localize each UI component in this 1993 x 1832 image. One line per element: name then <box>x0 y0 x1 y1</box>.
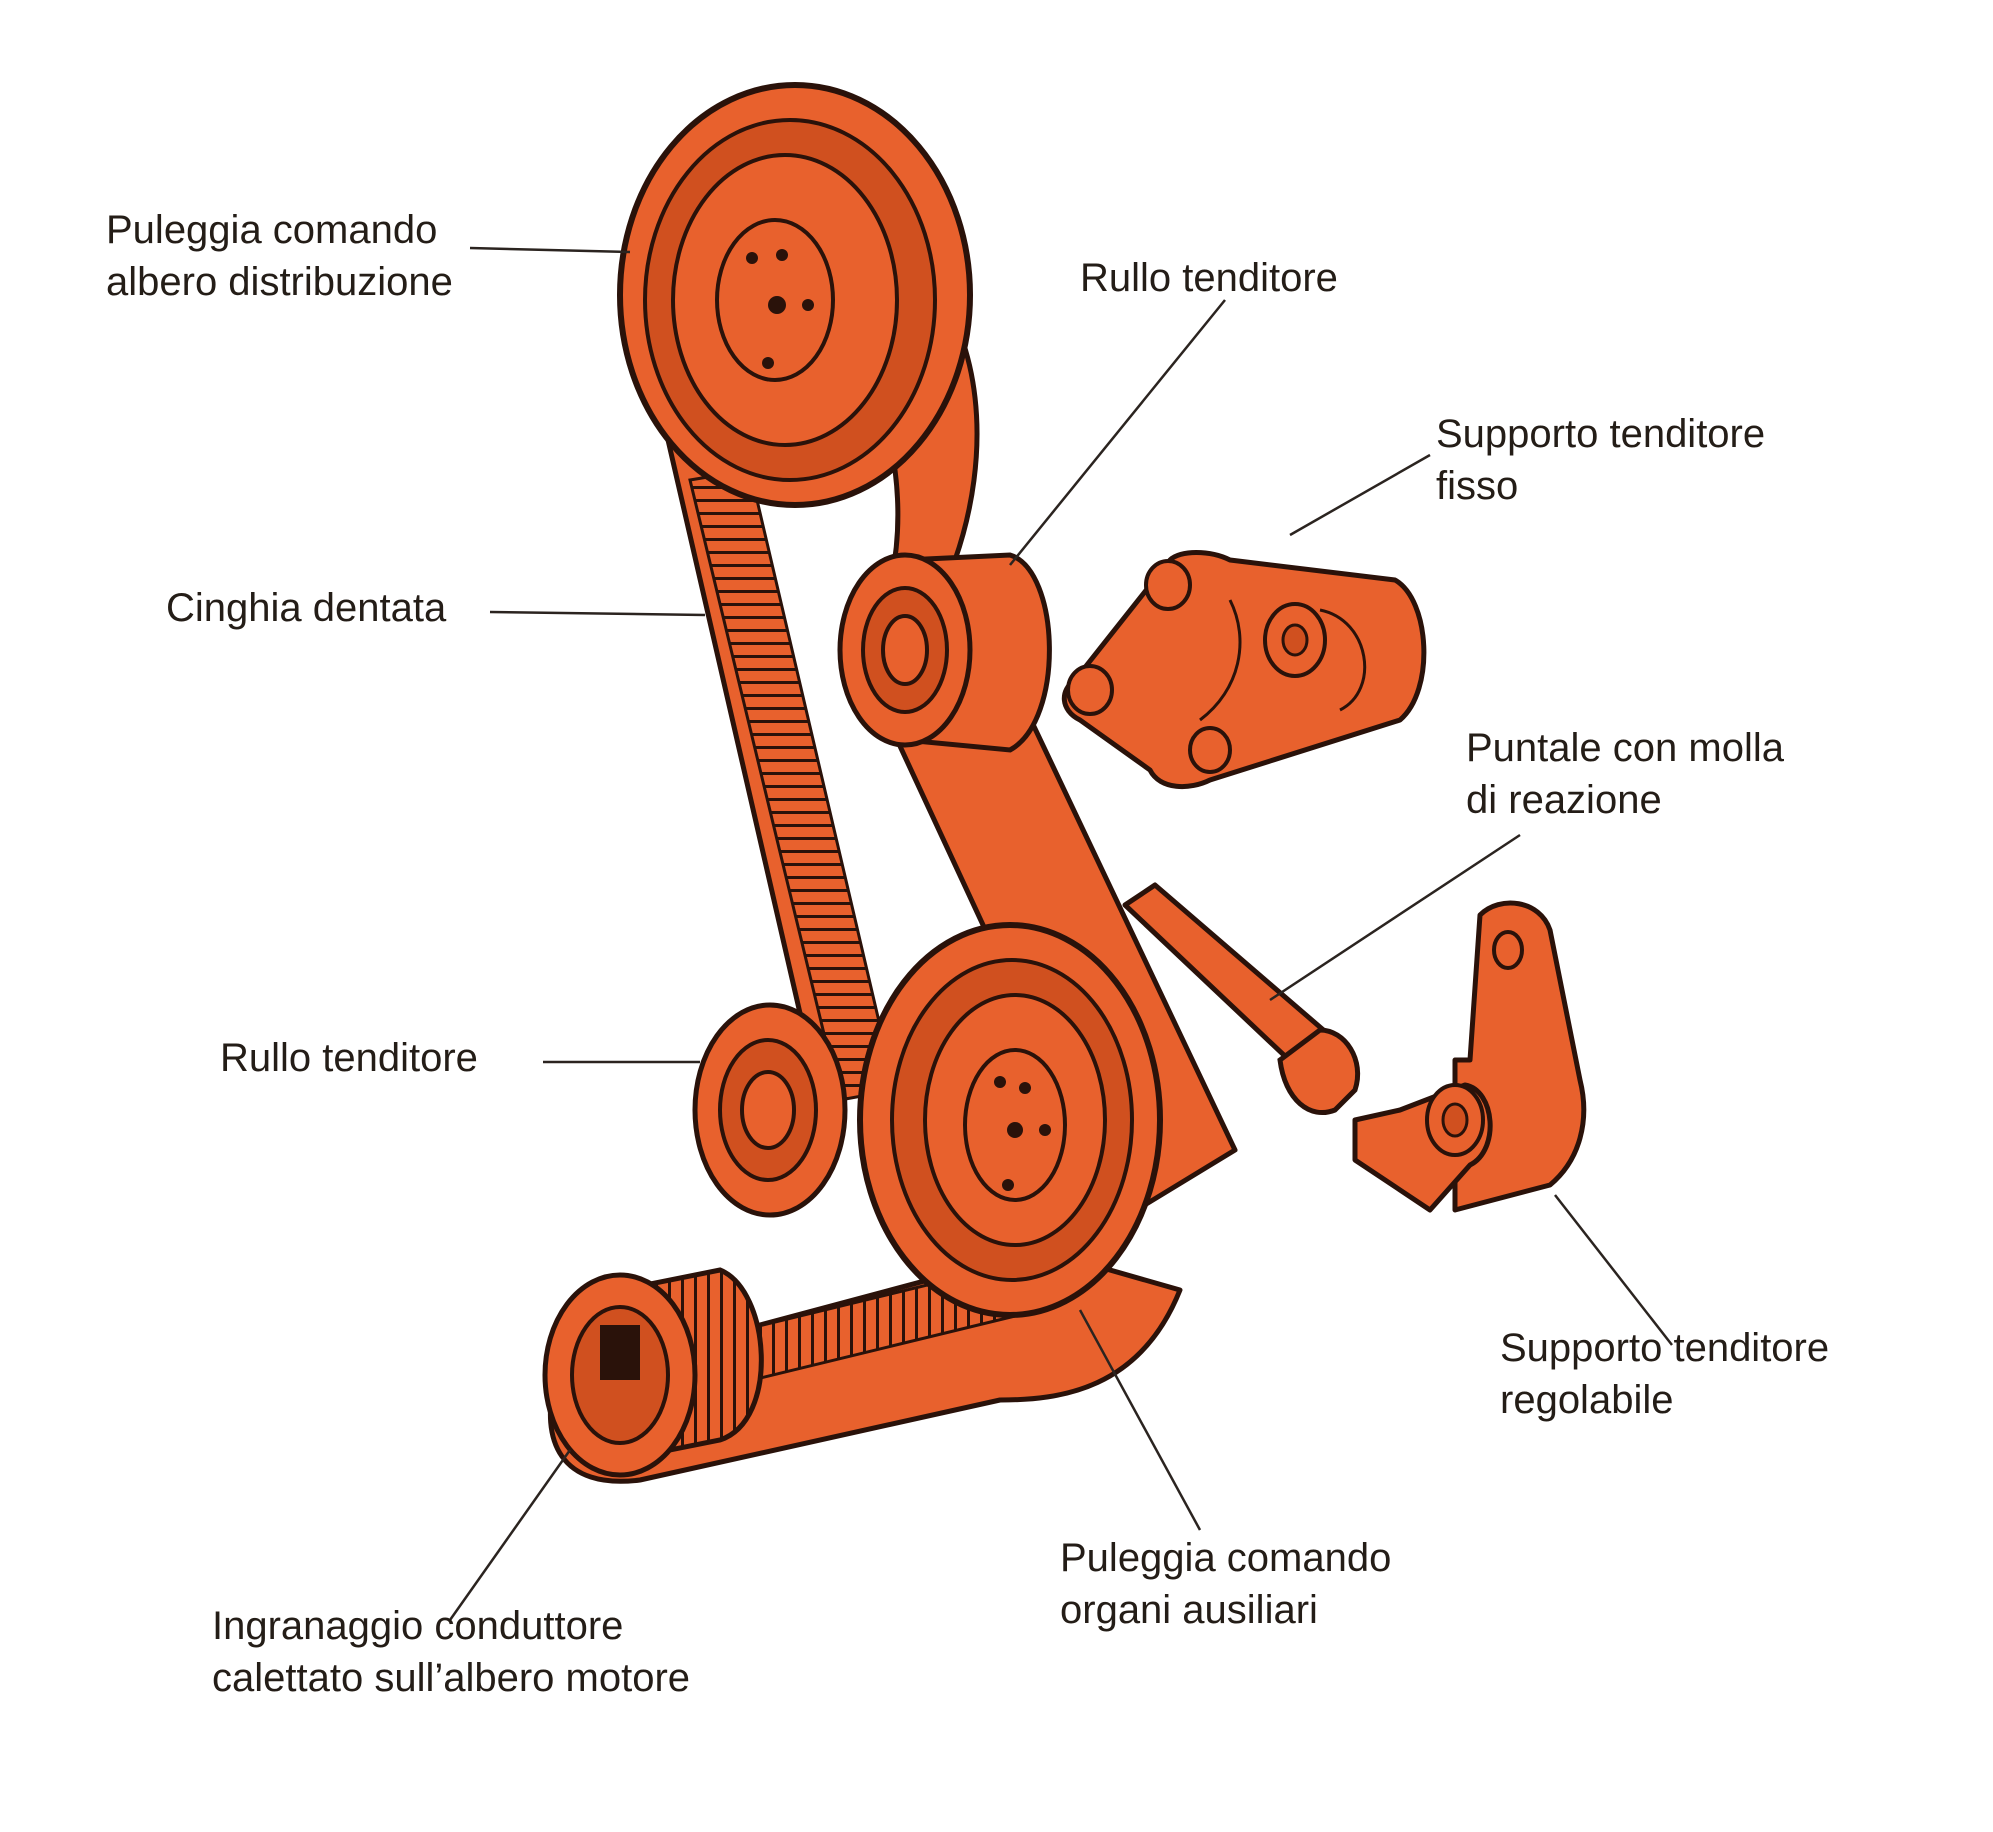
label-crank-gear-line1: Ingranaggio conduttore <box>212 1604 624 1648</box>
label-adjustable-tensioner-support-line1: Supporto tenditore <box>1500 1326 1830 1370</box>
belt-left-run-teeth <box>688 468 897 1102</box>
leader-adjustable-tensioner-support <box>1554 1194 1673 1346</box>
label-upper-tensioner-roller: Rullo tenditore <box>1080 252 1338 304</box>
cam-pulley-shape <box>617 82 973 508</box>
label-cam-pulley-line1: Puleggia comando <box>106 208 438 252</box>
label-adjustable-tensioner-support: Supporto tenditore regolabile <box>1500 1322 1829 1426</box>
label-fixed-tensioner-support-line2: fisso <box>1436 464 1519 508</box>
label-fixed-tensioner-support-line1: Supporto tenditore <box>1436 412 1766 456</box>
fixed-tensioner-support-shape <box>1061 550 1427 790</box>
label-spring-plunger-line1: Puntale con molla <box>1466 726 1784 770</box>
leader-upper-tensioner-roller <box>1009 299 1226 566</box>
leader-toothed-belt <box>489 610 706 617</box>
label-toothed-belt-line1: Cinghia dentata <box>166 586 447 630</box>
label-auxiliary-pulley: Puleggia comando organi ausiliari <box>1060 1532 1391 1636</box>
label-lower-tensioner-roller-line1: Rullo tenditore <box>220 1036 478 1080</box>
label-auxiliary-pulley-line1: Puleggia comando <box>1060 1536 1392 1580</box>
leader-crank-gear <box>448 1449 572 1621</box>
leader-lines <box>448 246 1673 1621</box>
label-toothed-belt: Cinghia dentata <box>166 582 446 634</box>
crank-gear-shape <box>542 1267 764 1478</box>
spring-plunger-shape <box>1122 882 1361 1115</box>
auxiliary-pulley-shape <box>857 922 1163 1318</box>
lower-tensioner-roller-shape <box>692 1002 848 1218</box>
leader-cam-pulley <box>469 246 631 254</box>
label-lower-tensioner-roller: Rullo tenditore <box>220 1032 478 1084</box>
label-fixed-tensioner-support: Supporto tenditore fisso <box>1436 408 1765 512</box>
label-crank-gear: Ingranaggio conduttore calettato sull’al… <box>212 1600 690 1704</box>
label-adjustable-tensioner-support-line2: regolabile <box>1500 1378 1674 1422</box>
leader-spring-plunger <box>1269 833 1521 1002</box>
leader-auxiliary-pulley <box>1078 1309 1202 1531</box>
adjustable-tensioner-support-shape <box>1352 900 1587 1213</box>
leader-fixed-tensioner-support <box>1289 453 1431 537</box>
label-cam-pulley: Puleggia comando albero distribuzione <box>106 204 453 308</box>
label-spring-plunger-line2: di reazione <box>1466 778 1662 822</box>
label-upper-tensioner-roller-line1: Rullo tenditore <box>1080 256 1338 300</box>
label-auxiliary-pulley-line2: organi ausiliari <box>1060 1588 1318 1632</box>
upper-tensioner-roller-shape <box>837 552 1052 753</box>
label-cam-pulley-line2: albero distribuzione <box>106 260 453 304</box>
label-crank-gear-line2: calettato sull’albero motore <box>212 1656 691 1700</box>
label-spring-plunger: Puntale con molla di reazione <box>1466 722 1784 826</box>
